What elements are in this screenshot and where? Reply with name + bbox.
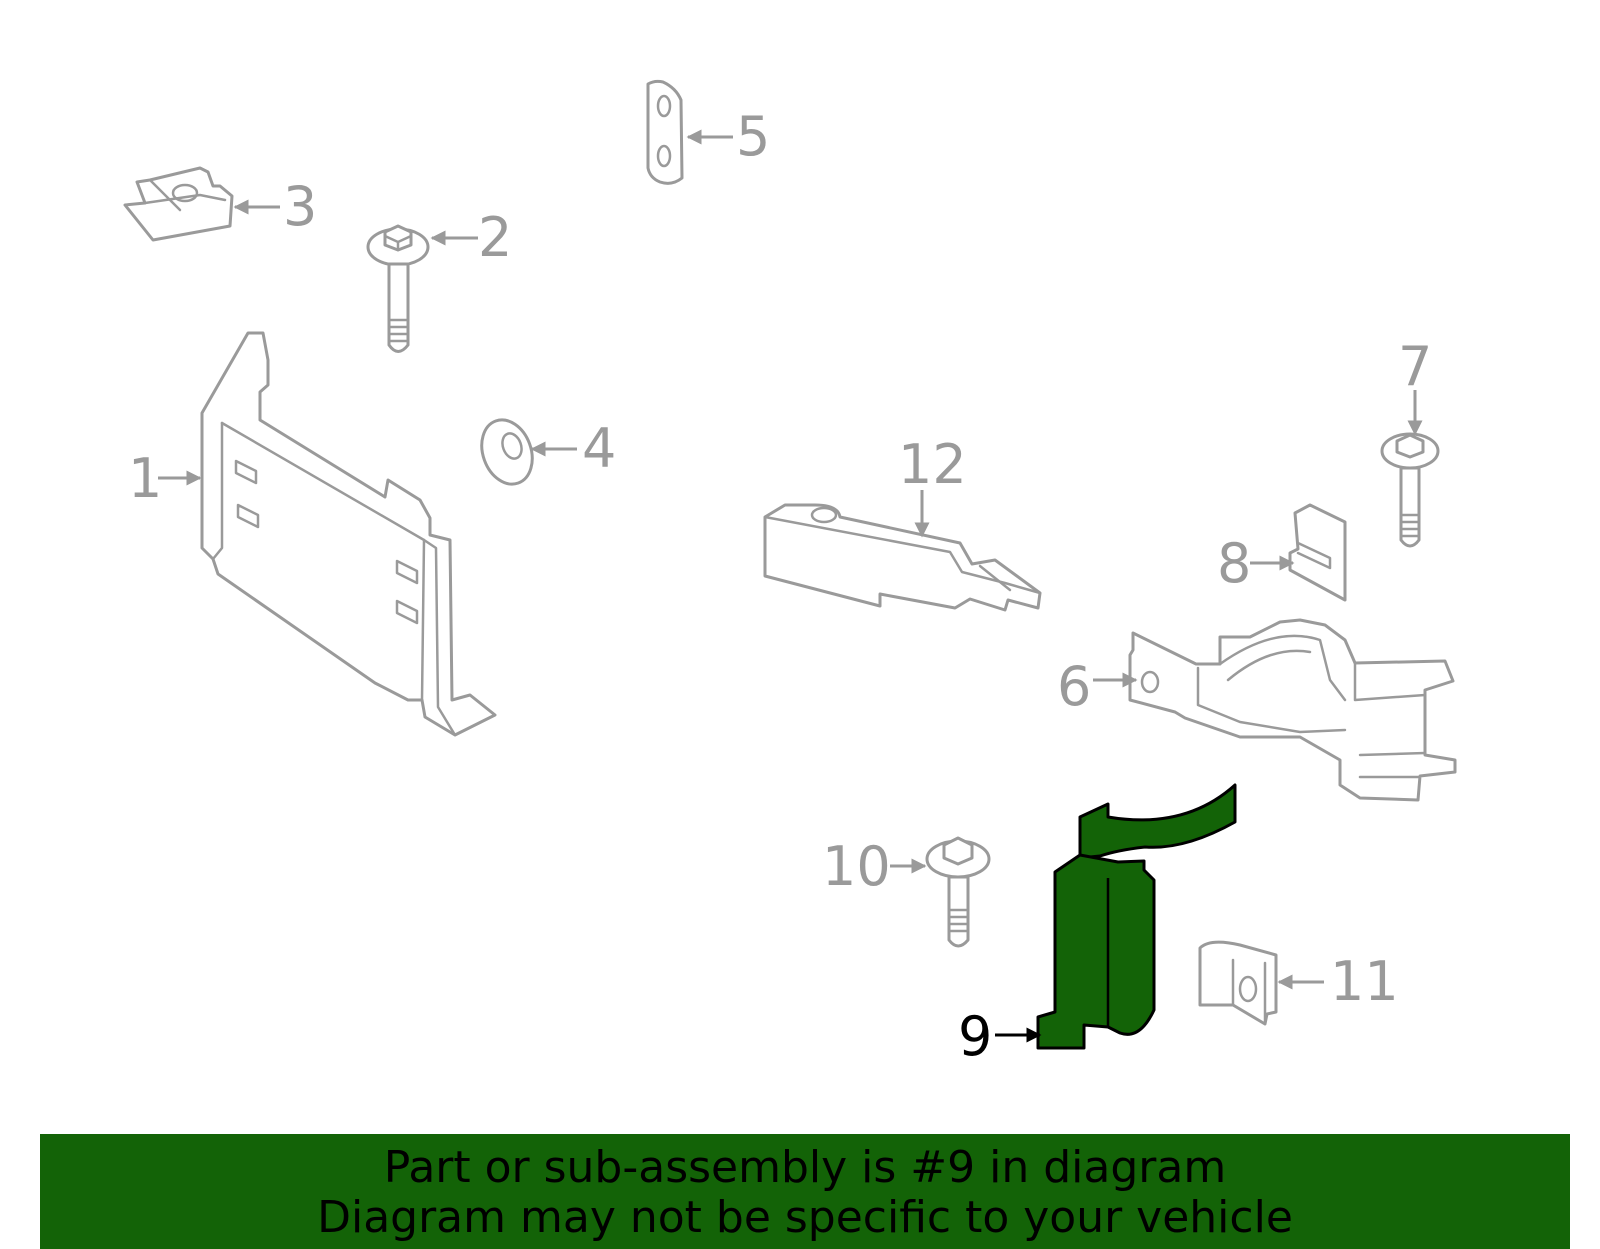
part-7-bolt[interactable]	[1380, 432, 1440, 548]
part-2-bolt[interactable]	[366, 224, 430, 353]
callout-2: 2	[478, 206, 512, 269]
part-8-clip[interactable]	[1288, 503, 1347, 602]
part-1-bracket[interactable]	[200, 331, 497, 737]
callout-7: 7	[1398, 335, 1432, 398]
part-5-plate[interactable]	[646, 79, 684, 185]
callout-6: 6	[1057, 655, 1091, 718]
banner-line-1: Part or sub-assembly is #9 in diagram	[383, 1142, 1227, 1193]
banner-line-2: Diagram may not be specific to your vehi…	[317, 1192, 1293, 1243]
callout-5: 5	[736, 105, 770, 168]
part-9-highlighted[interactable]	[1036, 783, 1237, 1050]
callout-3: 3	[283, 175, 317, 238]
info-banner: Part or sub-assembly is #9 in diagram Di…	[40, 1134, 1570, 1249]
part-11-clip[interactable]	[1198, 940, 1278, 1026]
callout-12: 12	[898, 433, 967, 496]
callout-8: 8	[1217, 532, 1251, 595]
callout-10: 10	[822, 835, 891, 898]
callout-11: 11	[1330, 950, 1399, 1013]
part-12-bracket[interactable]	[763, 503, 1042, 612]
leader-lines	[158, 129, 1423, 1043]
part-10-bolt[interactable]	[925, 836, 991, 948]
part-3-clip[interactable]	[123, 166, 234, 242]
part-6-bracket[interactable]	[1128, 618, 1457, 802]
part-4-washer[interactable]	[473, 413, 541, 491]
callout-9: 9	[958, 1005, 992, 1068]
callout-1: 1	[128, 447, 162, 510]
callout-4: 4	[582, 417, 616, 480]
